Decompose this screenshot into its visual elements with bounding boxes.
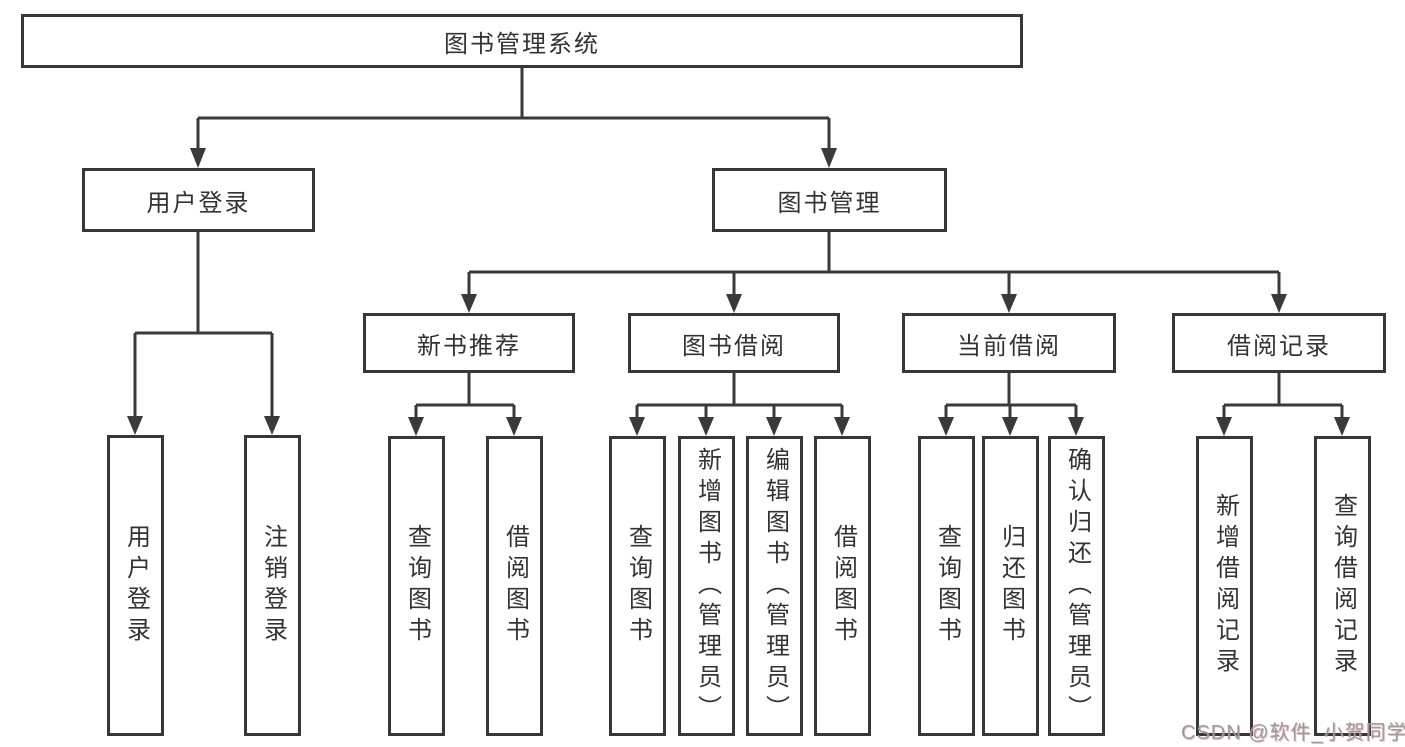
leaf-query-borrow-record-label: 查询借阅记录 (1329, 493, 1357, 679)
leaf-user-login: 用户登录 (107, 435, 164, 736)
leaf-add-borrow-record-label: 新增借阅记录 (1211, 493, 1239, 679)
node-root-label: 图书管理系统 (444, 30, 600, 58)
leaf-edit-book-admin-label: 编辑图书（管理员） (761, 446, 789, 726)
node-book-management-label: 图书管理 (777, 189, 882, 217)
connector-user-login-children (133, 231, 274, 417)
arrowhead-leaf-confirm-return (1068, 417, 1084, 436)
leaf-query-book-1: 查询图书 (388, 436, 445, 736)
arrowhead-leaf-query-book-3 (938, 417, 954, 436)
node-borrow-records-label: 借阅记录 (1227, 332, 1331, 360)
connector-book-borrow-children (635, 372, 844, 419)
leaf-query-borrow-record: 查询借阅记录 (1314, 436, 1371, 736)
arrowhead-borrow-records (1271, 294, 1287, 313)
watermark-csdn: CSDN @软件_小贺同学 (1181, 722, 1405, 744)
connector-new-book-recommend-children (414, 372, 516, 419)
node-borrow-records: 借阅记录 (1172, 313, 1386, 373)
leaf-confirm-return-admin: 确认归还（管理员） (1048, 436, 1105, 736)
arrowhead-leaf-query-borrow-record (1334, 417, 1350, 436)
node-new-book-recommend-label: 新书推荐 (417, 332, 521, 360)
leaf-query-book-1-label: 查询图书 (403, 524, 431, 648)
arrowhead-book-management (821, 148, 837, 168)
arrowhead-leaf-return-book (1002, 417, 1018, 436)
leaf-borrow-book-2: 借阅图书 (814, 436, 871, 736)
leaf-edit-book-admin: 编辑图书（管理员） (746, 436, 803, 736)
connector-current-borrow-children (944, 372, 1078, 419)
connector-root-to-level2 (196, 68, 831, 150)
leaf-add-book-admin: 新增图书（管理员） (678, 436, 735, 736)
leaf-user-login-label: 用户登录 (122, 523, 150, 648)
leaf-query-book-2: 查询图书 (609, 436, 666, 736)
arrowhead-leaf-borrow-book-2 (834, 417, 850, 436)
node-current-borrow-label: 当前借阅 (957, 332, 1061, 360)
arrowhead-leaf-query-book-1 (408, 417, 424, 436)
node-book-borrow: 图书借阅 (628, 313, 840, 373)
arrowhead-leaf-logout (264, 416, 280, 435)
arrowhead-user-login (190, 148, 206, 168)
arrowhead-book-borrow (726, 294, 742, 313)
leaf-query-book-3: 查询图书 (918, 436, 975, 736)
arrowhead-leaf-borrow-book-1 (506, 417, 522, 436)
leaf-logout: 注销登录 (244, 435, 301, 736)
connector-borrow-records-children (1222, 372, 1344, 419)
arrowhead-leaf-edit-book (766, 417, 782, 436)
leaf-return-book: 归还图书 (982, 436, 1039, 736)
arrowhead-current-borrow (1001, 294, 1017, 313)
leaf-query-book-3-label: 查询图书 (933, 524, 961, 648)
arrowhead-leaf-user-login (127, 416, 143, 435)
node-new-book-recommend: 新书推荐 (363, 313, 575, 373)
leaf-logout-label: 注销登录 (259, 523, 287, 648)
arrowhead-leaf-add-book (698, 417, 714, 436)
leaf-borrow-book-1: 借阅图书 (486, 436, 543, 736)
node-root: 图书管理系统 (21, 14, 1023, 68)
node-book-management: 图书管理 (712, 168, 947, 232)
leaf-return-book-label: 归还图书 (997, 524, 1025, 648)
leaf-borrow-book-2-label: 借阅图书 (829, 524, 857, 648)
leaf-borrow-book-1-label: 借阅图书 (501, 524, 529, 648)
arrowhead-new-book-recommend (461, 294, 477, 313)
arrowhead-leaf-query-book-2 (629, 417, 645, 436)
leaf-add-book-admin-label: 新增图书（管理员） (693, 446, 721, 726)
leaf-add-borrow-record: 新增借阅记录 (1196, 436, 1253, 736)
node-user-login-label: 用户登录 (146, 189, 251, 217)
leaf-confirm-return-admin-label: 确认归还（管理员） (1063, 446, 1091, 726)
node-user-login: 用户登录 (82, 168, 315, 232)
arrowhead-leaf-add-borrow-record (1216, 417, 1232, 436)
node-book-borrow-label: 图书借阅 (682, 332, 786, 360)
node-current-borrow: 当前借阅 (902, 313, 1116, 373)
connector-book-management-children (467, 231, 1281, 295)
leaf-query-book-2-label: 查询图书 (624, 524, 652, 648)
